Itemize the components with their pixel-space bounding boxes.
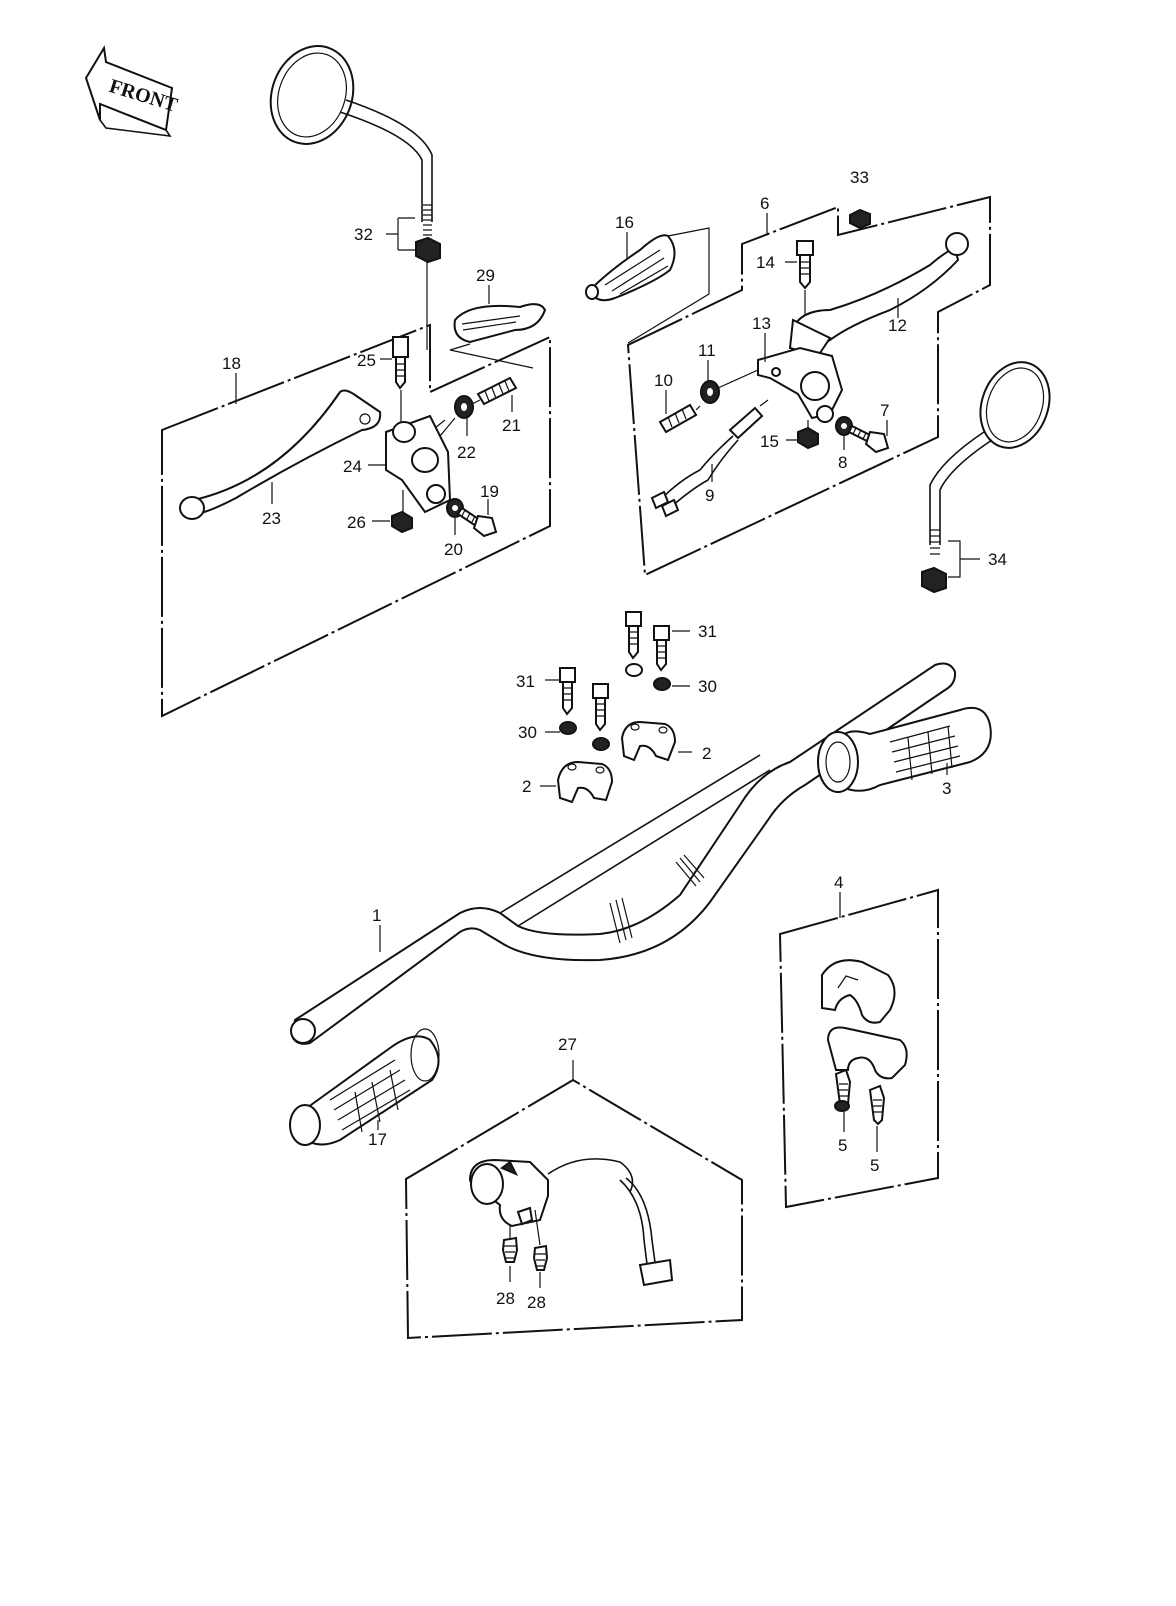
callout-15: 15 [760, 432, 779, 451]
brake-switch-9 [650, 399, 769, 518]
lever-holder-24 [385, 414, 452, 514]
front-arrow-icon: FRONT [84, 45, 181, 138]
lever-boot-29 [449, 303, 547, 369]
callout-30a: 30 [518, 723, 537, 742]
callout-25: 25 [357, 351, 376, 370]
callout-32: 32 [354, 225, 373, 244]
screw-28-left [501, 1236, 519, 1263]
callout-19: 19 [480, 482, 499, 501]
callout-27: 27 [558, 1035, 577, 1054]
callout-5a: 5 [838, 1136, 847, 1155]
callout-28b: 28 [527, 1293, 546, 1312]
callout-11: 11 [698, 341, 716, 360]
callout-2a: 2 [522, 777, 531, 796]
callout-33: 33 [850, 168, 869, 187]
callout-28a: 28 [496, 1289, 515, 1308]
callout-20: 20 [444, 540, 463, 559]
callout-5b: 5 [870, 1156, 879, 1175]
callout-7: 7 [880, 401, 889, 420]
callout-31a: 31 [516, 672, 535, 691]
bolt-31-upper-left [625, 611, 643, 677]
grip-3 [817, 706, 992, 793]
callout-4: 4 [834, 873, 843, 892]
clamp-2-right [620, 720, 677, 762]
callout-34: 34 [988, 550, 1007, 569]
clutch-lever-23 [179, 389, 382, 520]
group-18-outline [161, 323, 551, 718]
callout-9: 9 [705, 486, 714, 505]
callout-18: 18 [222, 354, 241, 373]
callout-23: 23 [262, 509, 281, 528]
group-4-outline [778, 888, 939, 1209]
throttle-housing-4 [821, 959, 908, 1080]
callout32-bracket [386, 217, 415, 251]
callout-1: 1 [372, 906, 381, 925]
nut-15 [797, 426, 819, 450]
callout-13: 13 [752, 314, 771, 333]
callout-8: 8 [838, 453, 847, 472]
callout-21: 21 [502, 416, 521, 435]
switch-housing-27 [468, 1158, 674, 1287]
callout-3: 3 [942, 779, 951, 798]
bolt-31-upper-right [653, 625, 671, 691]
cap-33 [849, 208, 871, 230]
callout-14: 14 [756, 253, 775, 272]
callout-30b: 30 [698, 677, 717, 696]
callout-2b: 2 [702, 744, 711, 763]
screw-28-right [532, 1244, 549, 1271]
group-6-outline [626, 195, 991, 577]
bolt-19 [456, 506, 498, 538]
grip-17 [289, 1028, 440, 1146]
left-mirror [269, 45, 441, 264]
brake-lever-12 [788, 232, 969, 358]
bolt-31-lower-left [559, 667, 577, 735]
callout-16: 16 [615, 213, 634, 232]
right-mirror [921, 361, 1051, 594]
nut-26 [391, 510, 413, 534]
callout-31b: 31 [698, 622, 717, 641]
callout-12: 12 [888, 316, 907, 335]
bolt-14 [796, 240, 814, 290]
callout-26: 26 [347, 513, 366, 532]
lever-holder-13 [757, 346, 844, 423]
callout-24: 24 [343, 457, 362, 476]
bolt-31-lower-right [592, 683, 610, 751]
screw-5-left [834, 1068, 852, 1112]
handlebar-1 [290, 662, 957, 1045]
clamp-2-left [556, 760, 614, 804]
adjuster-10 [658, 403, 701, 434]
lever-boot-16 [585, 227, 710, 344]
group-27-outline [404, 1078, 743, 1340]
bolt-7 [847, 424, 890, 454]
bolt-25 [392, 336, 409, 390]
callout-22: 22 [457, 443, 476, 462]
callout-17: 17 [368, 1130, 387, 1149]
callout-10: 10 [654, 371, 673, 390]
adjuster-21 [476, 376, 518, 406]
callout-29: 29 [476, 266, 495, 285]
screw-5-right [868, 1084, 886, 1126]
callout-6: 6 [760, 194, 769, 213]
